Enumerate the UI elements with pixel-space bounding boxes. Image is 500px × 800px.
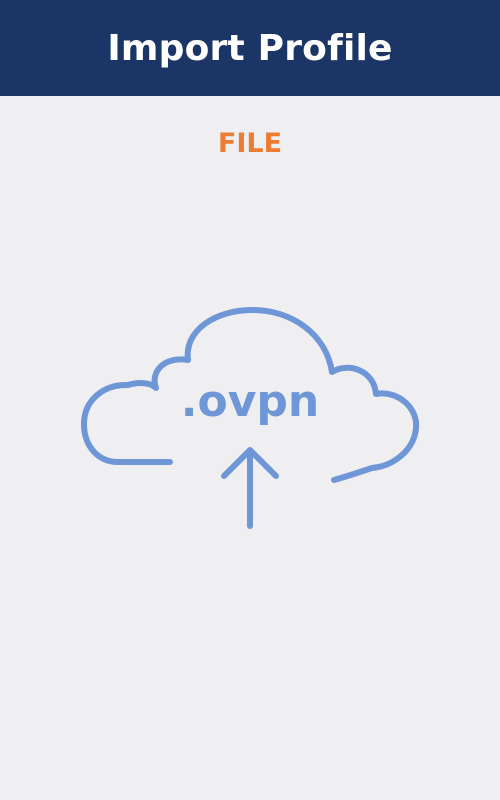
cloud-upload-icon: .ovpn xyxy=(81,307,420,529)
tab-file[interactable]: FILE xyxy=(217,128,283,159)
file-extension-label: .ovpn xyxy=(181,376,319,427)
file-upload-dropzone[interactable]: .ovpn xyxy=(70,290,430,550)
page-title: Import Profile xyxy=(107,27,393,69)
header-bar: Import Profile xyxy=(0,0,500,96)
